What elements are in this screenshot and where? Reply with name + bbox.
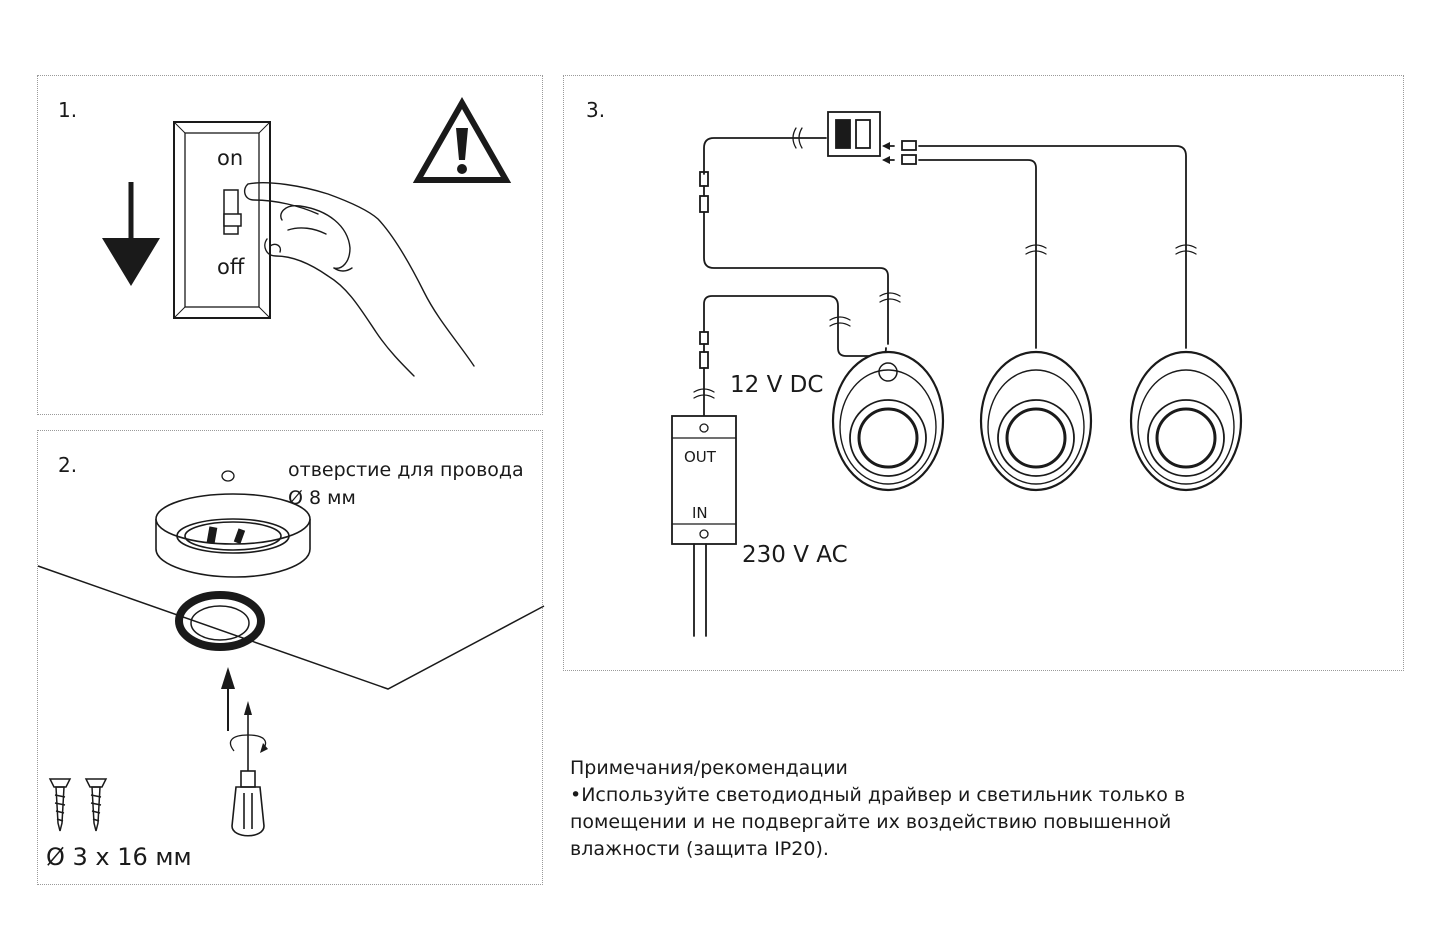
wire-break-icon [693,388,715,399]
step-number: 2. [58,453,78,477]
notes-line-3: влажности (защита IP20). [570,838,829,860]
wire-break-icon [829,316,851,327]
warning-icon [412,96,512,183]
switch-illustration: on off [102,96,512,377]
notes-line-2: помещении и не подвергайте их воздействи… [570,811,1172,833]
step-number: 3. [586,98,606,122]
hole-label: отверстие для провода [288,459,524,481]
wire [703,137,827,175]
fixture-housing [155,493,311,578]
mounting-ring [175,591,265,651]
screwdriver-icon [231,701,265,837]
rotate-icon [229,734,268,753]
cabinet-surface [37,565,545,690]
bullet: • [570,784,582,806]
step-number: 1. [58,98,78,122]
connector-icon [699,331,709,345]
notes-line-1: •Используйте светодиодный драйвер и свет… [570,784,1186,806]
wire [918,145,1187,349]
wire-break-icon [1175,244,1197,255]
driver-out-label: OUT [684,448,717,466]
on-label: on [217,146,243,170]
mounting-illustration [37,470,545,837]
off-label: off [217,255,245,279]
panel-step-3: 3. [563,75,1404,671]
screw-icon [48,778,72,832]
panel-step-2: 2. отверстие для провода Ø 8 мм Ø 3 x 16… [37,430,545,885]
connector-icon [901,140,917,151]
dc-voltage-label: 12 V DC [730,372,823,398]
wire [703,211,889,345]
hole-size: Ø 8 мм [288,487,356,509]
fixture-2 [979,350,1093,492]
connector-icon [699,351,709,369]
wire-break-icon [792,127,803,149]
screw-icon [84,778,108,832]
connector-icon [699,195,709,213]
wire [918,159,1037,349]
ac-voltage-label: 230 V AC [742,542,848,568]
wiring-diagram: OUT IN 12 V DC 230 V AC [671,111,1243,637]
wall-switch: on off [173,121,271,319]
arrow-down-icon [102,182,160,286]
screw-size: Ø 3 x 16 мм [46,843,192,871]
notes-title: Примечания/рекомендации [570,757,848,779]
wire [703,295,887,357]
wire-break-icon [1025,244,1047,255]
fixture-1 [831,350,945,492]
fixture-3 [1129,350,1243,492]
driver-in-label: IN [692,504,708,522]
connector-icon [901,154,917,165]
notes-block: Примечания/рекомендации •Используйте све… [570,755,1185,863]
led-driver [671,415,737,637]
panel-step-1: 1. on off [37,75,543,415]
hand-icon [243,182,475,377]
arrow-up-icon [221,667,235,731]
wire-hole [221,470,235,482]
wire-break-icon [879,292,901,303]
